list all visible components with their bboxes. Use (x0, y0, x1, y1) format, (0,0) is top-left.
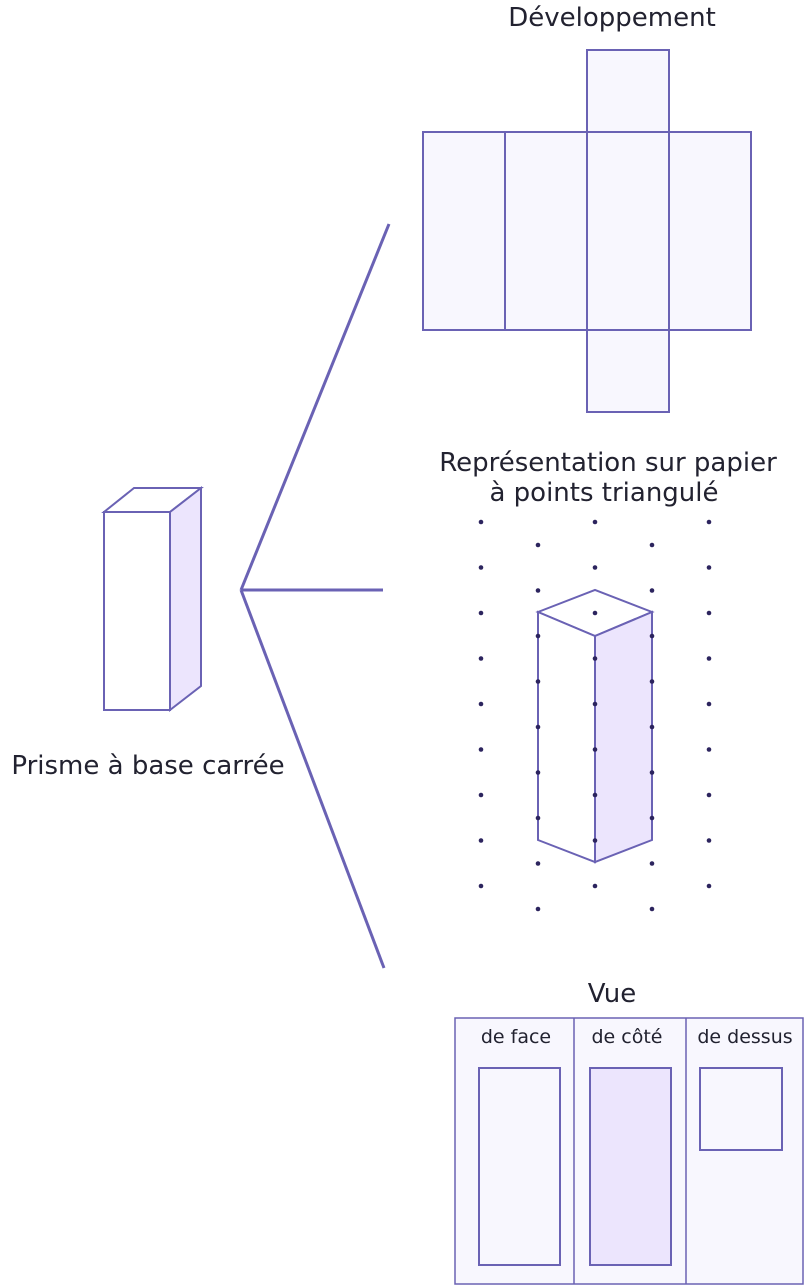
grid-dot (649, 906, 655, 912)
grid-dot (478, 838, 484, 843)
net-top-square (586, 49, 670, 133)
grid-dot (535, 679, 541, 684)
grid-dot (649, 633, 655, 639)
grid-dot (592, 565, 598, 570)
grid-dot (706, 701, 712, 707)
grid-dot (649, 542, 655, 548)
net-face-4 (668, 131, 752, 331)
net-face-3 (586, 131, 670, 331)
grid-dot (535, 633, 541, 639)
grid-dot (478, 747, 484, 752)
grid-dot (706, 656, 712, 661)
grid-dot (649, 815, 655, 821)
grid-dot (706, 747, 712, 752)
view-label-side: de côté (592, 1026, 663, 1048)
grid-dot (592, 610, 598, 616)
grid-dot (592, 701, 598, 707)
prism-3d (101, 485, 204, 713)
grid-dot (478, 701, 484, 707)
development-title: Développement (508, 3, 716, 33)
top-view-square (699, 1067, 783, 1151)
grid-dot (478, 519, 484, 525)
prism-label: Prisme à base carrée (11, 751, 284, 781)
grid-dot (706, 610, 712, 616)
dot-paper-prism (535, 588, 655, 864)
triangular-dot-grid (478, 519, 712, 912)
iso-right-face (594, 610, 653, 864)
net-bottom-square (586, 329, 670, 413)
net-face-1 (422, 131, 506, 331)
grid-dot (478, 610, 484, 616)
views-title: Vue (588, 979, 637, 1009)
development-net (422, 49, 752, 413)
grid-dot (478, 883, 484, 889)
grid-dot (649, 724, 655, 730)
grid-dot (535, 588, 541, 593)
grid-dot (706, 565, 712, 570)
net-face-2 (504, 131, 588, 331)
grid-dot (535, 724, 541, 730)
grid-dot (592, 519, 598, 525)
iso-left-face (537, 610, 596, 864)
grid-dot (478, 565, 484, 570)
connector-lines (239, 223, 391, 969)
connector-to-views (239, 589, 386, 969)
grid-dot (592, 656, 598, 661)
views-table: de face de côté de dessus (454, 1017, 804, 1285)
connector-to-development (239, 223, 391, 591)
front-view-rect (478, 1067, 561, 1266)
grid-dot (535, 861, 541, 866)
grid-dot (649, 861, 655, 866)
grid-dot (592, 883, 598, 889)
grid-dot (535, 815, 541, 821)
grid-dot (706, 519, 712, 525)
prism-front-face (103, 511, 171, 711)
grid-dot (592, 792, 598, 798)
grid-dot (706, 883, 712, 889)
grid-dot (592, 747, 598, 752)
grid-dot (535, 542, 541, 548)
grid-dot (592, 838, 598, 843)
dot-paper-title-line1: Représentation sur papier (439, 448, 777, 478)
grid-dot (649, 679, 655, 684)
grid-dot (649, 588, 655, 593)
grid-dot (535, 906, 541, 912)
grid-dot (706, 838, 712, 843)
grid-dot (649, 770, 655, 775)
prism-side-face (169, 485, 202, 713)
grid-dot (478, 656, 484, 661)
grid-dot (706, 792, 712, 798)
view-label-front: de face (481, 1026, 551, 1048)
view-label-top: de dessus (697, 1026, 792, 1048)
side-view-rect (589, 1067, 672, 1266)
dot-paper-title-line2: à points triangulé (489, 478, 718, 508)
grid-dot (478, 792, 484, 798)
grid-dot (535, 770, 541, 775)
